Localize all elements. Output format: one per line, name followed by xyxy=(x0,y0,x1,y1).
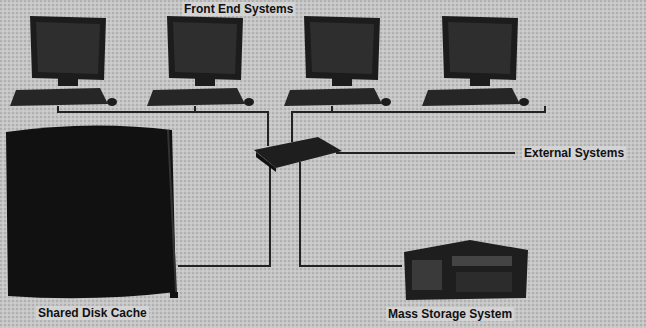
front-end-computer xyxy=(147,16,254,106)
part-label: Shared Disk Cache xyxy=(36,306,149,320)
part-label: Mass Storage System xyxy=(386,307,514,321)
mass-storage-unit xyxy=(404,240,528,300)
part-label: External Systems xyxy=(522,146,626,160)
front-end-computer xyxy=(10,16,117,106)
front-end-computer xyxy=(422,16,529,106)
part-label: Front End Systems xyxy=(182,2,295,16)
disk-cache-cabinet xyxy=(6,125,178,298)
front-end-computer xyxy=(284,16,391,106)
network-hub xyxy=(256,152,276,172)
